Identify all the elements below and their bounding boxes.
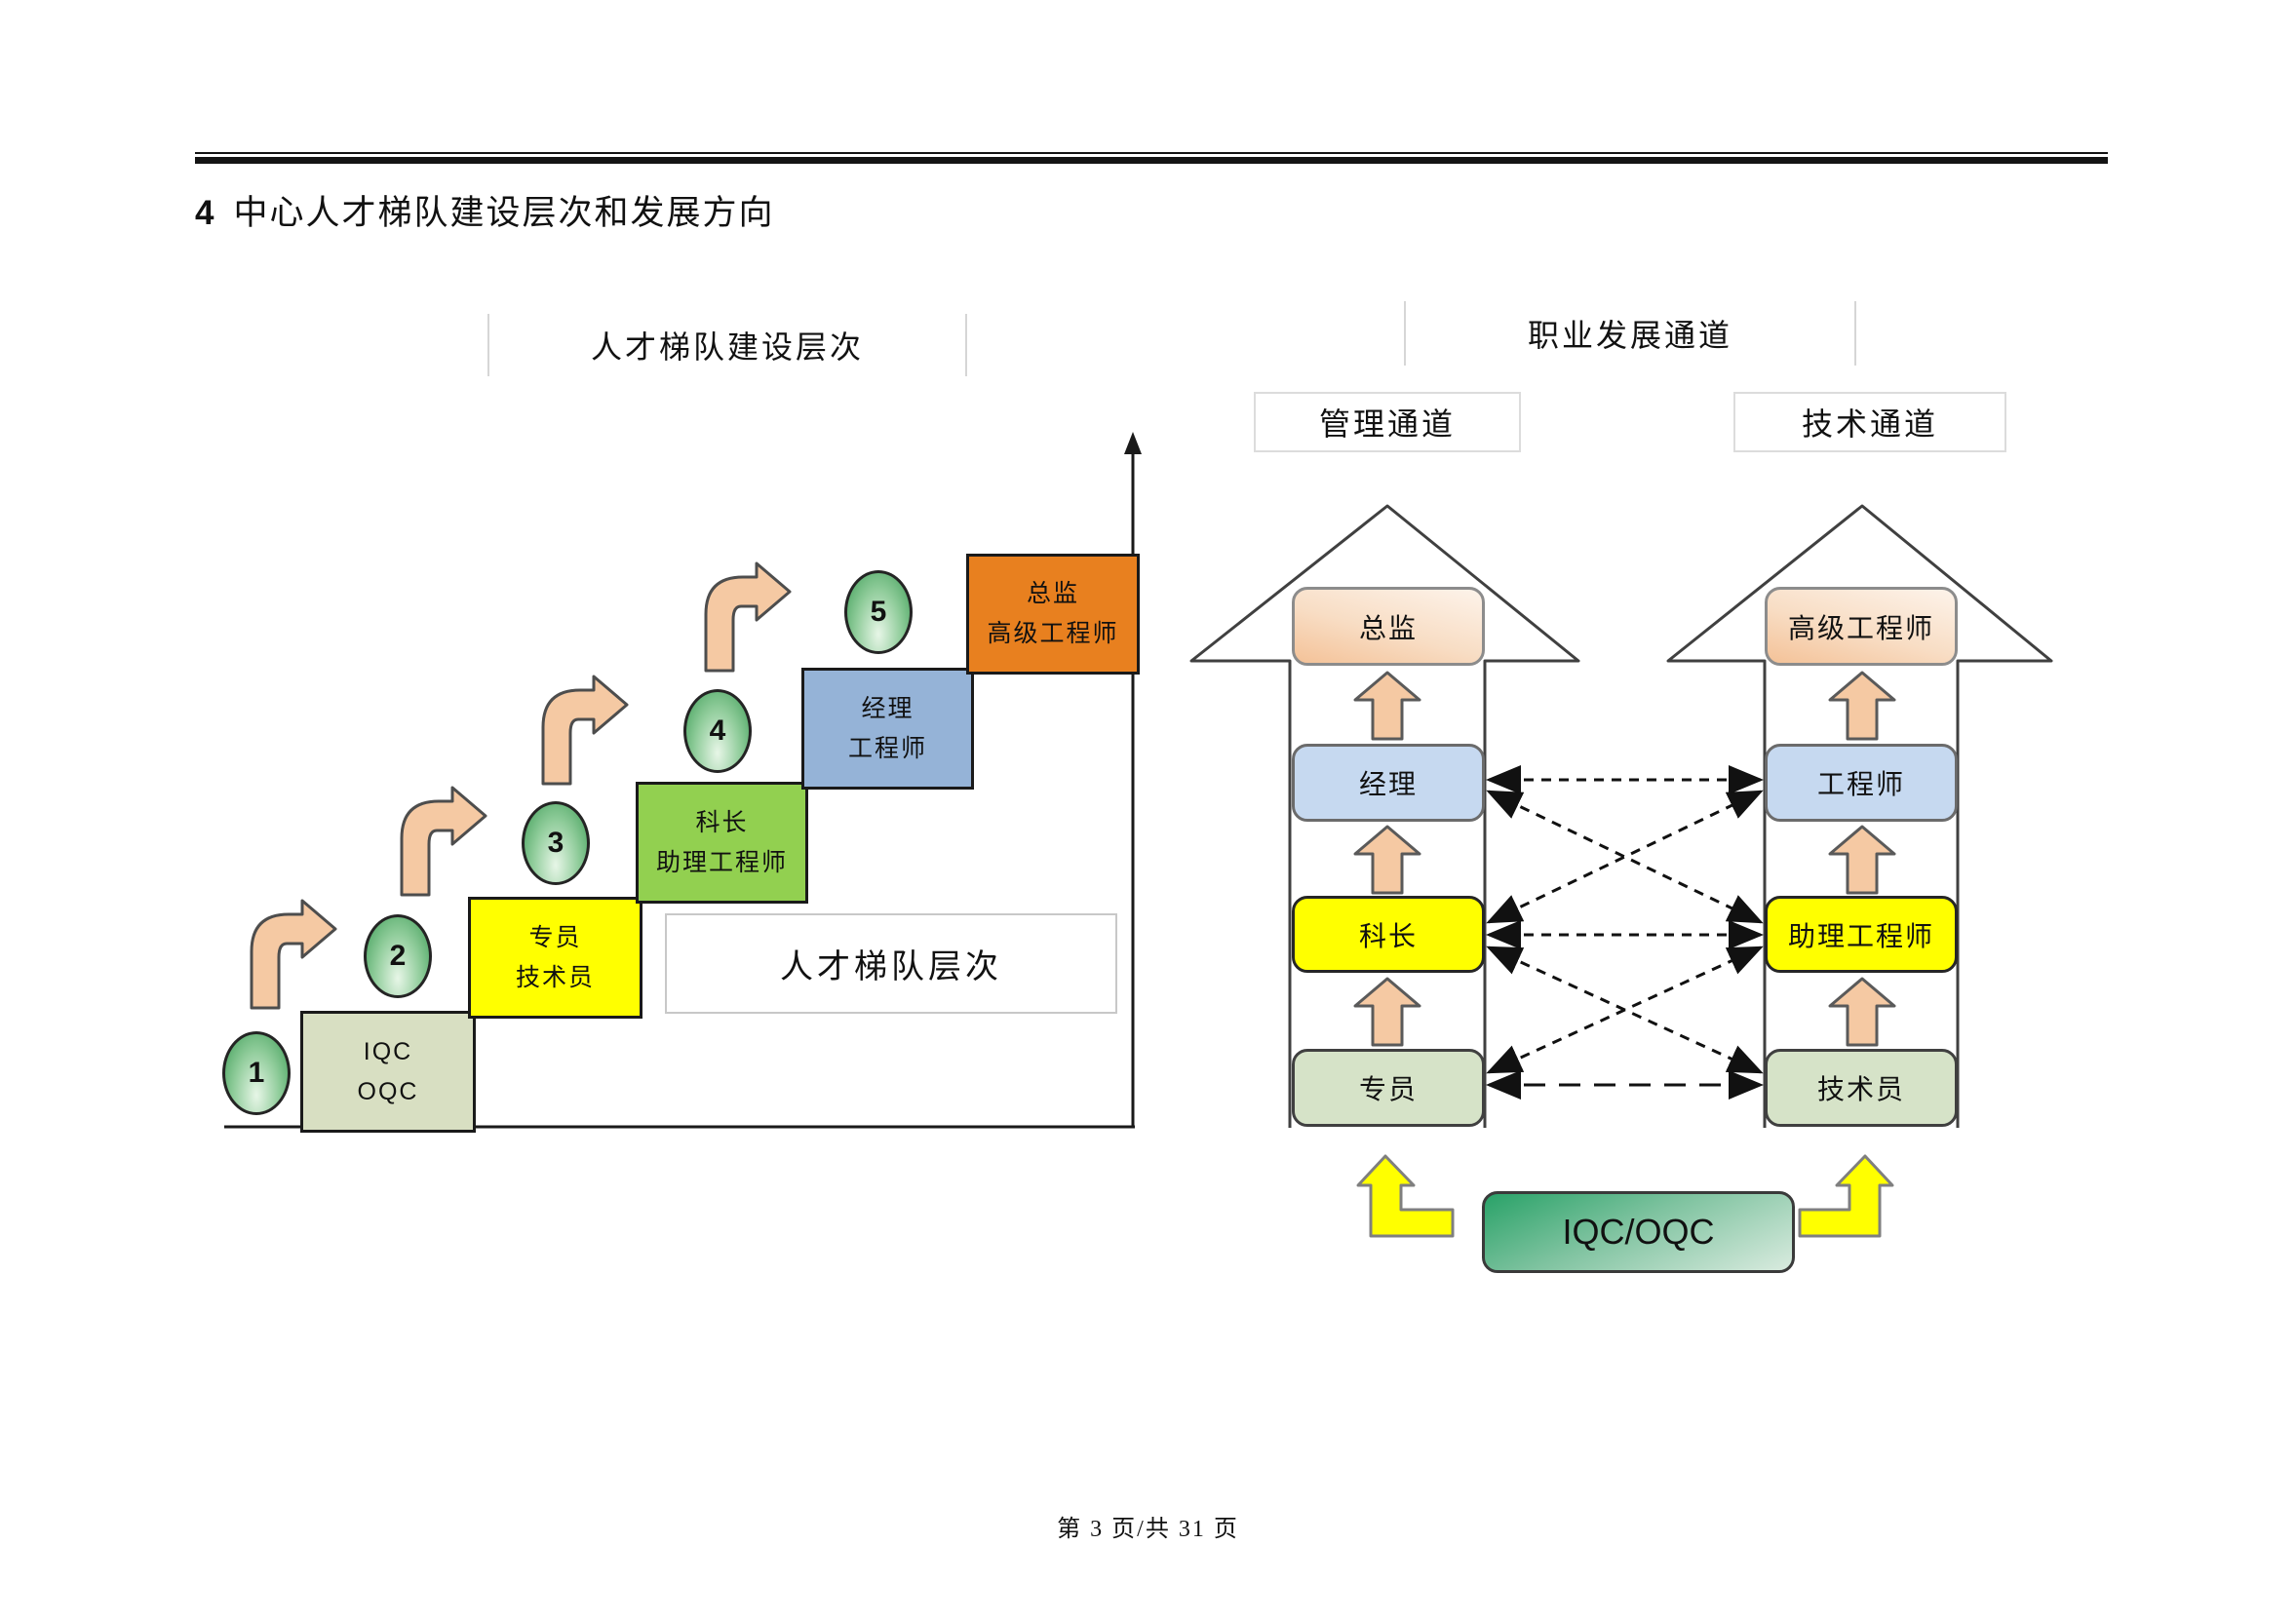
staircase-step-3: 科长 助理工程师 — [636, 782, 808, 904]
level-box-technician: 技术员 — [1765, 1049, 1958, 1127]
dashed-transfer-line — [1486, 790, 1764, 924]
up-arrow-icon — [1353, 671, 1421, 741]
step-label-line2: 助理工程师 — [655, 849, 788, 876]
heading-number: 4 — [195, 194, 214, 232]
talent-ladder-label-box: 人才梯队层次 — [665, 913, 1117, 1014]
top-rule-thin — [195, 152, 2108, 154]
top-rule-thick — [195, 157, 2108, 164]
up-arrow-icon — [1828, 977, 1896, 1047]
level-box-assistant-engineer: 助理工程师 — [1765, 896, 1958, 973]
technical-channel-header: 技术通道 — [1733, 392, 2006, 452]
heading-text: 中心人才梯队建设层次和发展方向 — [233, 194, 775, 232]
staircase-step-1: IQC OQC — [300, 1011, 476, 1133]
right-diagram-header: 职业发展通道 — [1404, 301, 1856, 366]
curved-up-arrow-icon — [541, 675, 629, 786]
step-label-line1: IQC — [363, 1037, 413, 1065]
staircase-step-2: 专员 技术员 — [468, 897, 642, 1019]
level-box-senior-engineer: 高级工程师 — [1765, 587, 1958, 666]
level-box-manager: 经理 — [1292, 744, 1485, 822]
staircase-step-5: 总监 高级工程师 — [966, 554, 1140, 675]
left-diagram-header: 人才梯队建设层次 — [487, 314, 967, 376]
up-arrow-icon — [1353, 977, 1421, 1047]
staircase-step-4: 经理 工程师 — [801, 668, 974, 790]
up-arrow-icon — [1353, 825, 1421, 895]
level-box-director: 总监 — [1292, 587, 1485, 666]
dashed-transfer-line — [1486, 946, 1764, 1074]
step-badge-1: 1 — [222, 1031, 291, 1115]
yellow-bent-up-arrow-icon — [1798, 1154, 1894, 1238]
step-label-line2: 技术员 — [515, 964, 595, 991]
level-box-section-chief: 科长 — [1292, 896, 1485, 973]
page-footer: 第 3 页/共 31 页 — [1057, 1517, 1239, 1542]
step-label-line1: 经理 — [861, 695, 915, 722]
step-badge-5: 5 — [844, 570, 913, 654]
section-heading: 4 中心人才梯队建设层次和发展方向 — [195, 185, 774, 235]
level-box-specialist: 专员 — [1292, 1049, 1485, 1127]
step-badge-4: 4 — [683, 689, 752, 773]
curved-up-arrow-icon — [400, 786, 487, 897]
yellow-bent-up-arrow-icon — [1356, 1154, 1455, 1238]
management-channel-header: 管理通道 — [1254, 392, 1521, 452]
step-label-line1: 专员 — [528, 924, 582, 951]
up-arrow-icon — [1828, 825, 1896, 895]
level-box-engineer: 工程师 — [1765, 744, 1958, 822]
up-arrow-icon — [1828, 671, 1896, 741]
step-badge-2: 2 — [364, 914, 432, 998]
y-axis-arrow-icon — [1124, 432, 1142, 1127]
step-label-line1: 总监 — [1026, 581, 1079, 607]
iqc-oqc-base-box: IQC/OQC — [1482, 1191, 1795, 1273]
curved-up-arrow-icon — [704, 561, 792, 673]
step-badge-3: 3 — [522, 801, 590, 885]
dashed-transfer-line — [1486, 790, 1764, 924]
step-label-line2: OQC — [357, 1077, 419, 1105]
curved-up-arrow-icon — [250, 899, 337, 1010]
step-label-line2: 高级工程师 — [987, 621, 1119, 647]
step-label-line2: 工程师 — [847, 735, 927, 762]
step-label-line1: 科长 — [695, 809, 749, 836]
